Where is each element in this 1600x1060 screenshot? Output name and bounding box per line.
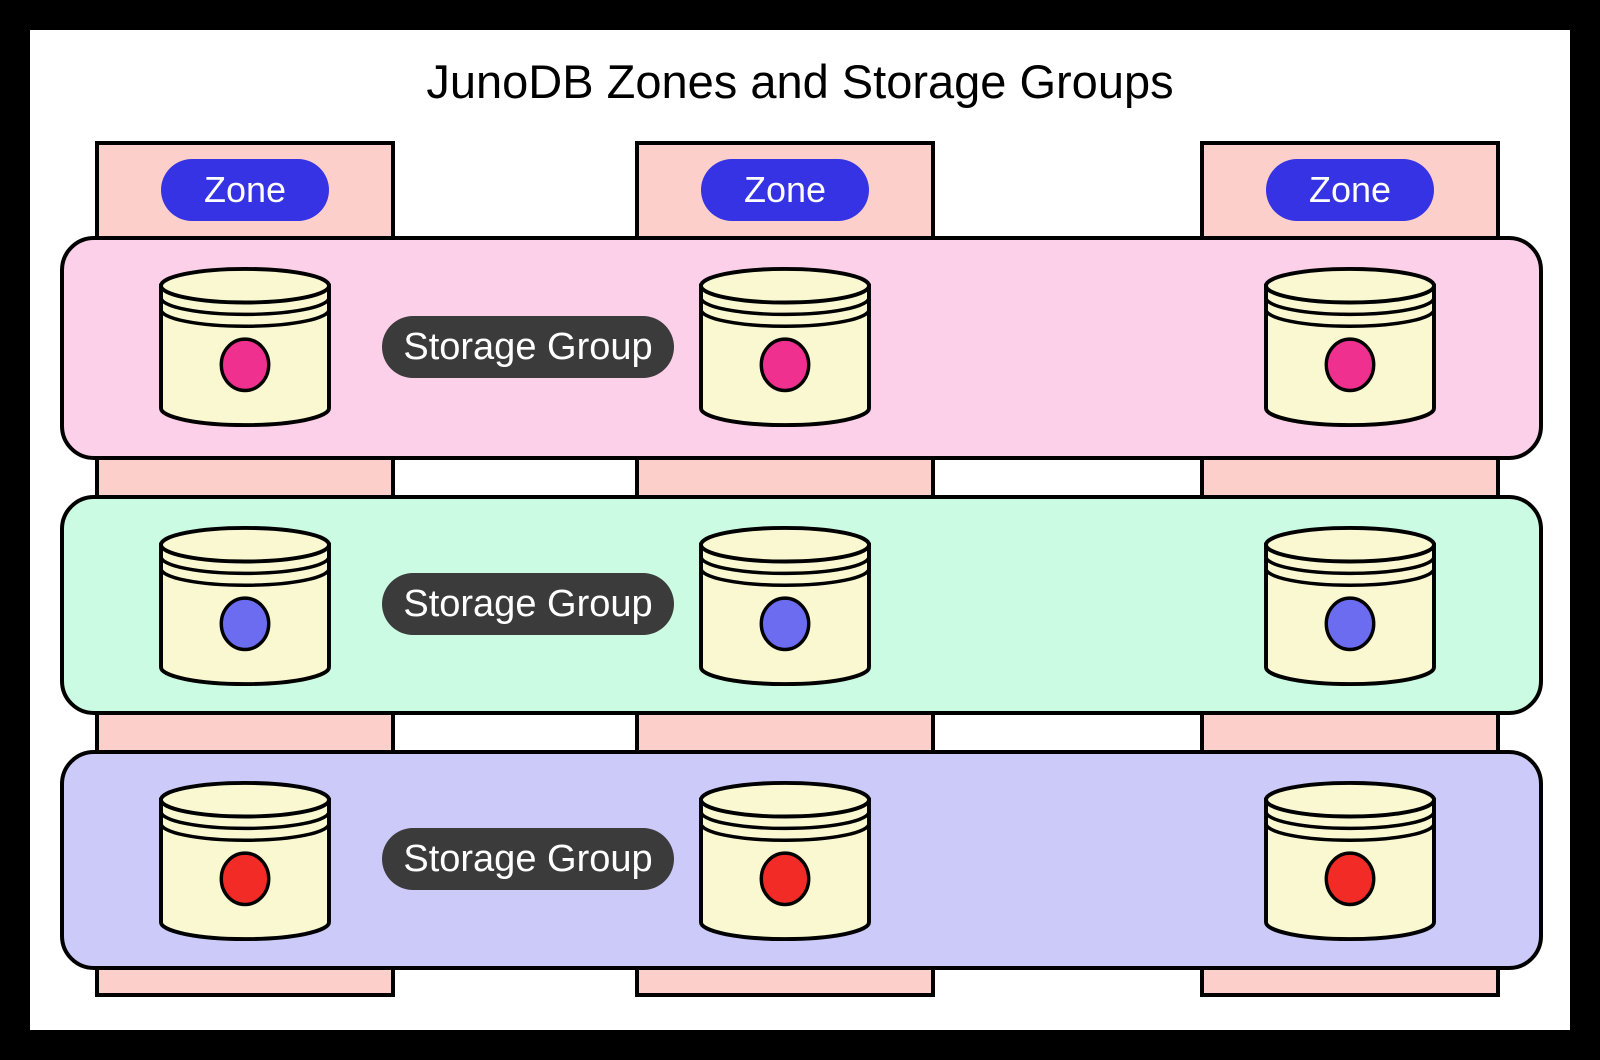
storage-group-row-2: Storage Group [60,495,1543,715]
database-cylinder-icon [159,525,331,687]
replica-dot [1324,596,1376,652]
zone-label-2: Zone [701,159,869,221]
database-cylinder-icon [1264,525,1436,687]
replica-dot [759,337,811,393]
database-cylinder-icon [1264,780,1436,942]
replica-dot [759,851,811,907]
database-cylinder-icon [699,780,871,942]
replica-dot [1324,337,1376,393]
replica-dot [1324,851,1376,907]
replica-dot [759,596,811,652]
database-cylinder-icon [159,780,331,942]
replica-dot [219,596,271,652]
zone-label-1: Zone [161,159,329,221]
zone-label-3: Zone [1266,159,1434,221]
database-cylinder-icon [699,525,871,687]
storage-group-label-2: Storage Group [382,573,674,635]
database-cylinder-icon [699,266,871,428]
storage-group-label-1: Storage Group [382,316,674,378]
diagram-canvas: JunoDB Zones and Storage Groups Zone Zon… [30,30,1570,1030]
diagram-title: JunoDB Zones and Storage Groups [426,55,1174,108]
database-cylinder-icon [159,266,331,428]
database-cylinder-icon [1264,266,1436,428]
replica-dot [219,337,271,393]
storage-group-row-3: Storage Group [60,750,1543,970]
storage-group-label-3: Storage Group [382,828,674,890]
storage-group-row-1: Storage Group [60,236,1543,460]
replica-dot [219,851,271,907]
